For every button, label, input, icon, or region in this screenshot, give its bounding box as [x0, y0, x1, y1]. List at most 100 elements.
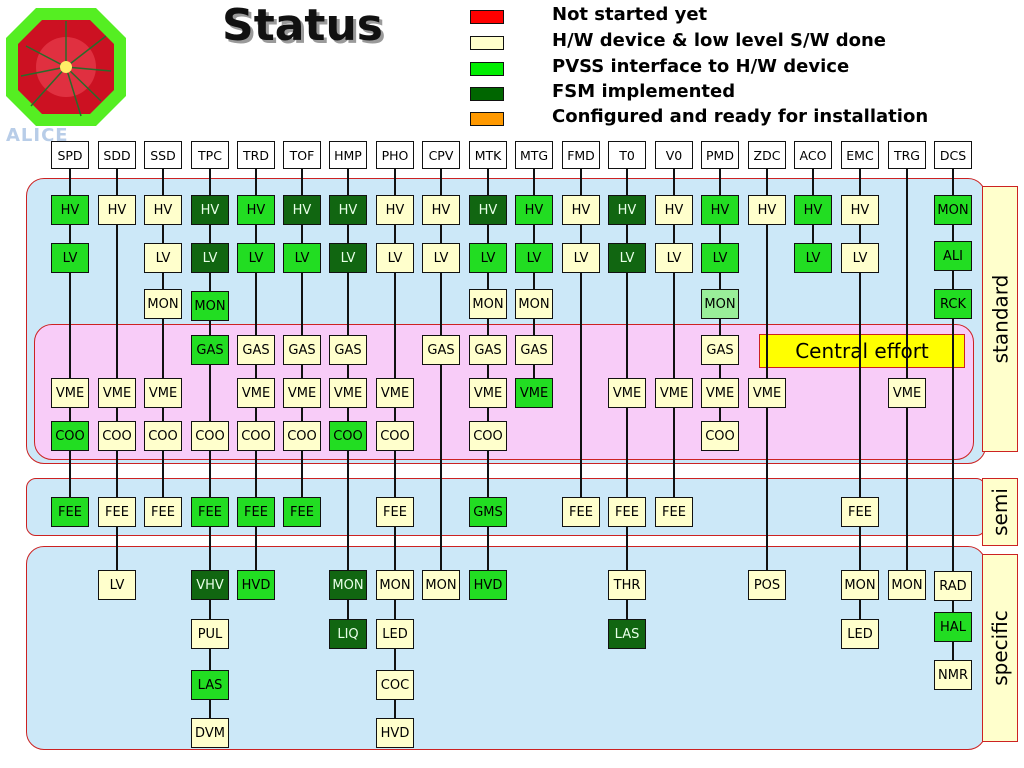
status-box-vme[interactable]: VME: [144, 378, 182, 408]
status-box-mon[interactable]: MON: [841, 570, 879, 600]
status-box-mon[interactable]: MON: [888, 570, 926, 600]
status-box-coo[interactable]: COO: [191, 421, 229, 451]
status-box-vme[interactable]: VME: [748, 378, 786, 408]
status-box-lv[interactable]: LV: [329, 243, 367, 273]
status-box-led[interactable]: LED: [841, 619, 879, 649]
status-box-hvd[interactable]: HVD: [469, 570, 507, 600]
status-box-gas[interactable]: GAS: [283, 335, 321, 365]
status-box-coo[interactable]: COO: [376, 421, 414, 451]
status-box-coo[interactable]: COO: [329, 421, 367, 451]
status-box-las[interactable]: LAS: [608, 619, 646, 649]
detector-tpc[interactable]: TPC: [191, 141, 229, 169]
status-box-mon[interactable]: MON: [422, 570, 460, 600]
status-box-vme[interactable]: VME: [701, 378, 739, 408]
detector-cpv[interactable]: CPV: [422, 141, 460, 169]
detector-sdd[interactable]: SDD: [98, 141, 136, 169]
status-box-mon[interactable]: MON: [144, 289, 182, 319]
status-box-coo[interactable]: COO: [469, 421, 507, 451]
status-box-fee[interactable]: FEE: [283, 497, 321, 527]
status-box-fee[interactable]: FEE: [98, 497, 136, 527]
status-box-liq[interactable]: LIQ: [329, 619, 367, 649]
status-box-hvd[interactable]: HVD: [237, 570, 275, 600]
status-box-coo[interactable]: COO: [283, 421, 321, 451]
status-box-vme[interactable]: VME: [608, 378, 646, 408]
status-box-hv[interactable]: HV: [422, 195, 460, 225]
status-box-fee[interactable]: FEE: [191, 497, 229, 527]
status-box-vme[interactable]: VME: [469, 378, 507, 408]
status-box-hv[interactable]: HV: [608, 195, 646, 225]
detector-trd[interactable]: TRD: [237, 141, 275, 169]
status-box-lv[interactable]: LV: [191, 243, 229, 273]
detector-tof[interactable]: TOF: [283, 141, 321, 169]
status-box-lv[interactable]: LV: [655, 243, 693, 273]
status-box-gas[interactable]: GAS: [422, 335, 460, 365]
status-box-fee[interactable]: FEE: [655, 497, 693, 527]
status-box-lv[interactable]: LV: [237, 243, 275, 273]
status-box-fee[interactable]: FEE: [51, 497, 89, 527]
status-box-hv[interactable]: HV: [748, 195, 786, 225]
status-box-lv[interactable]: LV: [841, 243, 879, 273]
status-box-lv[interactable]: LV: [469, 243, 507, 273]
status-box-coo[interactable]: COO: [144, 421, 182, 451]
status-box-fee[interactable]: FEE: [562, 497, 600, 527]
status-box-mon[interactable]: MON: [701, 289, 739, 319]
status-box-mon[interactable]: MON: [934, 195, 972, 225]
status-box-hv[interactable]: HV: [655, 195, 693, 225]
status-box-lv[interactable]: LV: [98, 570, 136, 600]
status-box-hv[interactable]: HV: [841, 195, 879, 225]
status-box-hvd[interactable]: HVD: [376, 718, 414, 748]
status-box-hv[interactable]: HV: [191, 195, 229, 225]
detector-pho[interactable]: PHO: [376, 141, 414, 169]
detector-ssd[interactable]: SSD: [144, 141, 182, 169]
detector-v0[interactable]: V0: [655, 141, 693, 169]
status-box-mon[interactable]: MON: [515, 289, 553, 319]
status-box-coc[interactable]: COC: [376, 670, 414, 700]
status-box-lv[interactable]: LV: [562, 243, 600, 273]
status-box-hv[interactable]: HV: [283, 195, 321, 225]
status-box-gas[interactable]: GAS: [237, 335, 275, 365]
status-box-vme[interactable]: VME: [888, 378, 926, 408]
status-box-vme[interactable]: VME: [283, 378, 321, 408]
detector-aco[interactable]: ACO: [794, 141, 832, 169]
status-box-mon[interactable]: MON: [376, 570, 414, 600]
status-box-vme[interactable]: VME: [237, 378, 275, 408]
status-box-hv[interactable]: HV: [794, 195, 832, 225]
status-box-lv[interactable]: LV: [608, 243, 646, 273]
status-box-fee[interactable]: FEE: [237, 497, 275, 527]
status-box-vme[interactable]: VME: [376, 378, 414, 408]
detector-hmp[interactable]: HMP: [329, 141, 367, 169]
status-box-coo[interactable]: COO: [237, 421, 275, 451]
status-box-lv[interactable]: LV: [376, 243, 414, 273]
status-box-fee[interactable]: FEE: [608, 497, 646, 527]
status-box-hv[interactable]: HV: [376, 195, 414, 225]
detector-emc[interactable]: EMC: [841, 141, 879, 169]
status-box-hv[interactable]: HV: [237, 195, 275, 225]
status-box-hv[interactable]: HV: [515, 195, 553, 225]
status-box-hv[interactable]: HV: [51, 195, 89, 225]
detector-trg[interactable]: TRG: [888, 141, 926, 169]
status-box-hv[interactable]: HV: [562, 195, 600, 225]
status-box-lv[interactable]: LV: [51, 243, 89, 273]
status-box-coo[interactable]: COO: [98, 421, 136, 451]
status-box-fee[interactable]: FEE: [144, 497, 182, 527]
status-box-mon[interactable]: MON: [469, 289, 507, 319]
status-box-coo[interactable]: COO: [51, 421, 89, 451]
status-box-gas[interactable]: GAS: [701, 335, 739, 365]
status-box-lv[interactable]: LV: [794, 243, 832, 273]
status-box-vme[interactable]: VME: [329, 378, 367, 408]
status-box-fee[interactable]: FEE: [841, 497, 879, 527]
status-box-lv[interactable]: LV: [515, 243, 553, 273]
status-box-pos[interactable]: POS: [748, 570, 786, 600]
status-box-hv[interactable]: HV: [701, 195, 739, 225]
detector-fmd[interactable]: FMD: [562, 141, 600, 169]
status-box-gas[interactable]: GAS: [515, 335, 553, 365]
status-box-mon[interactable]: MON: [329, 570, 367, 600]
detector-pmd[interactable]: PMD: [701, 141, 739, 169]
status-box-gas[interactable]: GAS: [329, 335, 367, 365]
status-box-nmr[interactable]: NMR: [934, 660, 972, 690]
status-box-vme[interactable]: VME: [515, 378, 553, 408]
detector-mtk[interactable]: MTK: [469, 141, 507, 169]
status-box-rad[interactable]: RAD: [934, 571, 972, 601]
status-box-mon[interactable]: MON: [191, 291, 229, 321]
status-box-vhv[interactable]: VHV: [191, 570, 229, 600]
